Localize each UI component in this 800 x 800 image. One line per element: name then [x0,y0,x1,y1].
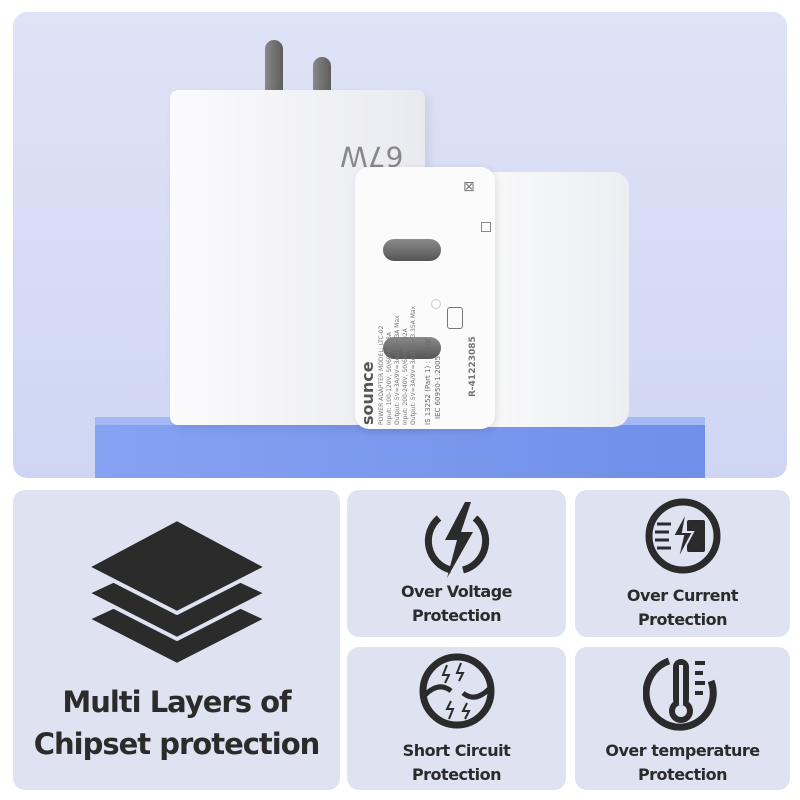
feature-label: Protection [637,609,728,629]
spec-line: Output: 5V=3A/9V=3A/11V=3.35A Max [410,305,417,425]
feature-label: Protection [411,764,502,784]
prong [383,337,441,359]
feature-card-short-circuit: Short Circuit Protection [347,647,566,790]
pedestal [95,422,705,478]
feature-label: Over Voltage [400,581,513,601]
feature-label: Protection [637,764,728,784]
small-charger-side [473,172,629,427]
feature-card-over-temperature: Over temperature Protection [575,647,790,790]
spec-line: Input: 200-240V, 50/60Hz 0.92A [402,328,409,425]
feature-card-over-voltage: Over Voltage Protection [347,490,566,637]
prong [383,239,441,261]
bis-mark-icon [447,307,463,329]
current-battery-icon [645,498,720,573]
spec-line: Output: 5V=3A/9V=3A/11V=3A Max [394,315,401,425]
feature-label: Over Current [626,585,739,605]
feature-label: Protection [411,605,502,625]
standard-line: IEC 60950-1:2005 [434,355,442,419]
standards-text: IS 13252 (Part 1) : 2010/ IEC 60950-1:20… [423,339,443,425]
brand-logo: sounce [358,361,377,425]
registration-number: R-41223085 [468,336,478,397]
product-photo: 67W sounce POWER ADAPTER MODEL: LTC-02 I… [13,12,787,478]
spec-line: Input: 100-120V, 50/60Hz 1.8A [386,332,393,425]
feature-label: Short Circuit [402,740,511,760]
layers-icon [84,517,269,667]
lightning-bolt-icon [424,501,489,578]
double-insulation-icon [481,222,491,232]
feature-card-over-current: Over Current Protection [575,490,790,637]
weee-icon: ⊠ [463,179,475,195]
spec-text: POWER ADAPTER MODEL: LTC-02 Input: 100-1… [378,306,418,425]
feature-title: Multi Layers of [62,685,291,719]
spec-line: POWER ADAPTER MODEL: LTC-02 [378,325,385,425]
short-circuit-icon [419,653,494,728]
indicator-led [431,299,441,309]
standard-line: IS 13252 (Part 1) : 2010/ [424,338,432,425]
small-charger-face: sounce POWER ADAPTER MODEL: LTC-02 Input… [355,167,495,429]
thermometer-icon [642,657,717,731]
feature-label: Over temperature [605,740,760,760]
feature-title: Chipset protection [33,727,321,761]
feature-card-multi-layer: Multi Layers of Chipset protection [13,490,340,790]
